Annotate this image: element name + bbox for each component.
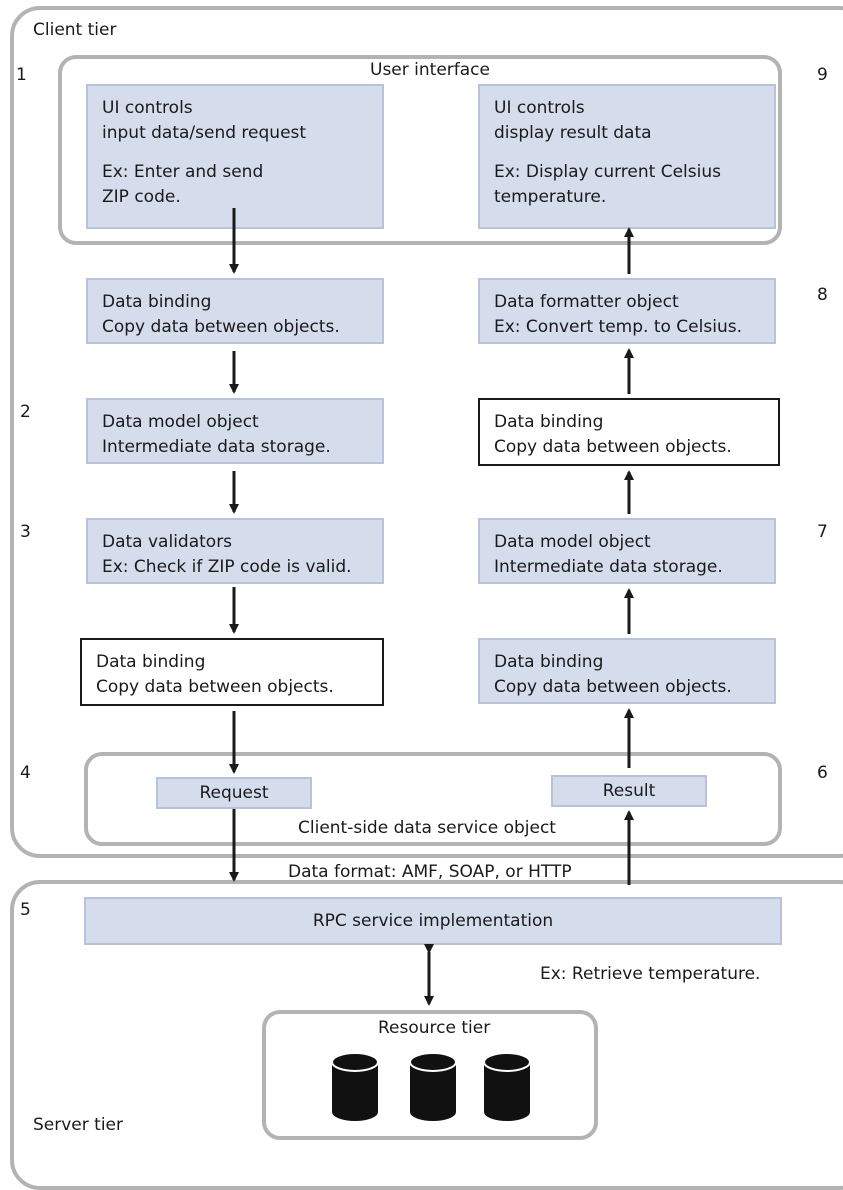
left-data-binding-2-title: Data binding bbox=[96, 652, 206, 672]
step-number-5: 5 bbox=[20, 900, 31, 920]
database-icon bbox=[483, 1052, 531, 1121]
left-data-binding-box: Data binding Copy data between objects. bbox=[86, 278, 384, 344]
right-data-model-subtitle: Intermediate data storage. bbox=[494, 557, 723, 577]
data-formatter-title: Data formatter object bbox=[494, 292, 679, 312]
right-data-binding-2-title: Data binding bbox=[494, 412, 604, 432]
ui-display-title: UI controls bbox=[494, 98, 585, 118]
resource-tier-label: Resource tier bbox=[378, 1018, 491, 1038]
data-formatter-subtitle: Ex: Convert temp. to Celsius. bbox=[494, 317, 742, 337]
step-number-7: 7 bbox=[817, 522, 828, 542]
client-tier bbox=[10, 6, 843, 858]
ui-display-example-line-1: Ex: Display current Celsius bbox=[494, 162, 721, 182]
client-tier-label: Client tier bbox=[33, 20, 117, 40]
data-format-label: Data format: AMF, SOAP, or HTTP bbox=[288, 862, 572, 882]
arrows-layer bbox=[229, 208, 634, 1121]
ui-display-example-line-2: temperature. bbox=[494, 187, 607, 207]
user-interface-label: User interface bbox=[370, 60, 490, 80]
step-number-9: 9 bbox=[817, 65, 828, 85]
database-icon bbox=[331, 1052, 379, 1121]
server-tier-label: Server tier bbox=[33, 1115, 123, 1135]
ui-display-subtitle: display result data bbox=[494, 123, 652, 143]
ui-display-controls-box: UI controls display result data Ex: Disp… bbox=[478, 84, 776, 229]
left-data-binding-box-2: Data binding Copy data between objects. bbox=[80, 638, 384, 706]
left-data-binding-2-subtitle: Copy data between objects. bbox=[96, 677, 334, 697]
resource-tier-group bbox=[262, 1010, 598, 1140]
step-number-3: 3 bbox=[20, 522, 31, 542]
data-formatter-box: Data formatter object Ex: Convert temp. … bbox=[478, 278, 776, 344]
right-data-model-title: Data model object bbox=[494, 532, 651, 552]
data-validators-title: Data validators bbox=[102, 532, 233, 552]
ui-input-example-line-1: Ex: Enter and send bbox=[102, 162, 264, 182]
left-data-binding-title: Data binding bbox=[102, 292, 212, 312]
data-validators-box: Data validators Ex: Check if ZIP code is… bbox=[86, 518, 384, 584]
user-interface-group bbox=[58, 55, 782, 245]
step-number-6: 6 bbox=[817, 763, 828, 783]
database-icon bbox=[409, 1052, 457, 1121]
data-service-group bbox=[84, 752, 782, 846]
right-data-binding-box: Data binding Copy data between objects. bbox=[478, 638, 776, 704]
ui-input-title: UI controls bbox=[102, 98, 193, 118]
left-data-binding-subtitle: Copy data between objects. bbox=[102, 317, 340, 337]
data-service-label: Client-side data service object bbox=[298, 818, 556, 838]
rpc-service-box: RPC service implementation bbox=[84, 897, 782, 945]
result-box: Result bbox=[551, 775, 707, 807]
server-example-label: Ex: Retrieve temperature. bbox=[540, 964, 761, 984]
right-data-binding-subtitle: Copy data between objects. bbox=[494, 677, 732, 697]
right-data-binding-box-2: Data binding Copy data between objects. bbox=[478, 398, 780, 466]
left-data-model-title: Data model object bbox=[102, 412, 259, 432]
step-number-4: 4 bbox=[20, 763, 31, 783]
left-data-model-box: Data model object Intermediate data stor… bbox=[86, 398, 384, 464]
data-validators-subtitle: Ex: Check if ZIP code is valid. bbox=[102, 557, 352, 577]
ui-input-controls-box: UI controls input data/send request Ex: … bbox=[86, 84, 384, 229]
left-data-model-subtitle: Intermediate data storage. bbox=[102, 437, 331, 457]
right-data-binding-2-subtitle: Copy data between objects. bbox=[494, 437, 732, 457]
ui-input-subtitle: input data/send request bbox=[102, 123, 307, 143]
step-number-1: 1 bbox=[16, 65, 27, 85]
step-number-2: 2 bbox=[20, 402, 31, 422]
step-number-8: 8 bbox=[817, 285, 828, 305]
ui-input-example-line-2: ZIP code. bbox=[102, 187, 181, 207]
request-box: Request bbox=[156, 777, 312, 809]
right-data-binding-title: Data binding bbox=[494, 652, 604, 672]
right-data-model-box: Data model object Intermediate data stor… bbox=[478, 518, 776, 584]
